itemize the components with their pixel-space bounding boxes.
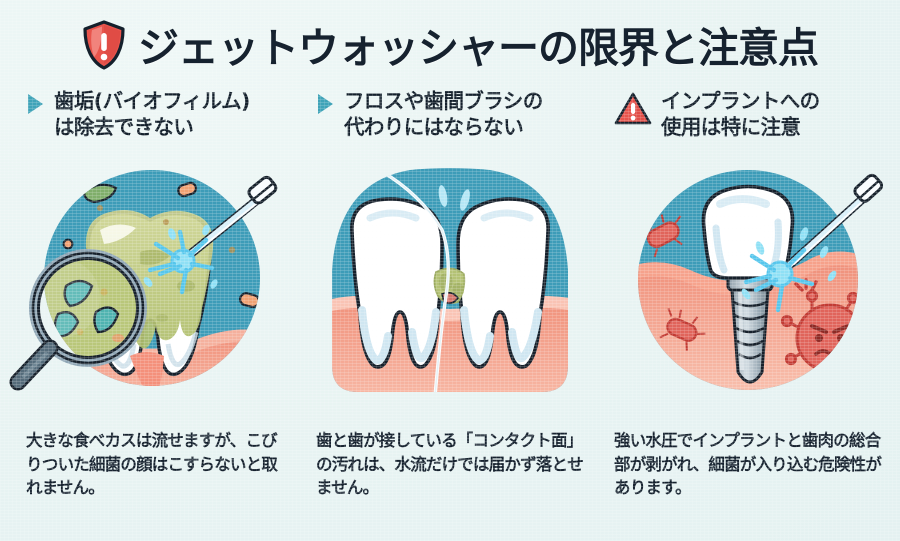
tooth-left bbox=[350, 197, 444, 369]
column-2-caption: 歯と歯が接している「コンタクト面」の汚れは、水流だけでは届かず落とせません。 bbox=[316, 430, 584, 498]
water-droplets bbox=[741, 227, 837, 300]
page-title: ジェットウォッシャーの限界と注意点 bbox=[138, 24, 819, 72]
triangle-right-icon bbox=[318, 94, 333, 114]
shield-exclamation-icon bbox=[83, 20, 125, 70]
free-bacteria-group bbox=[62, 181, 260, 309]
illustration-tooth-with-biofilm-and-magnifier bbox=[0, 160, 300, 408]
column-floss-replacement: フロスや歯間ブラシの 代わりにはならない bbox=[300, 88, 600, 528]
column-1-heading: 歯垢(バイオフィルム) は除去できない bbox=[0, 88, 300, 160]
water-spray bbox=[743, 247, 815, 313]
water-droplets bbox=[438, 185, 470, 211]
illustration-dental-implant-with-jet-and-bacteria bbox=[600, 160, 900, 408]
column-2-heading-text: フロスや歯間ブラシの 代わりにはならない bbox=[344, 88, 543, 140]
column-3-heading-line1: インプラントへの bbox=[661, 89, 820, 113]
column-2-heading: フロスや歯間ブラシの 代わりにはならない bbox=[300, 88, 600, 160]
water-droplets bbox=[143, 224, 218, 289]
column-implant-caution: インプラントへの 使用は特に注意 bbox=[600, 88, 900, 528]
bacteria-group bbox=[638, 214, 706, 351]
column-3-heading-text: インプラントへの 使用は特に注意 bbox=[661, 88, 820, 140]
columns-container: 歯垢(バイオフィルム) は除去できない bbox=[0, 88, 900, 528]
column-2-heading-line2: 代わりにはならない bbox=[344, 115, 524, 140]
column-2-heading-line1: フロスや歯間ブラシの bbox=[344, 89, 543, 113]
page-title-row: ジェットウォッシャーの限界と注意点 bbox=[0, 14, 900, 74]
magnifier-icon bbox=[9, 249, 147, 391]
water-spray bbox=[147, 229, 215, 295]
warning-triangle-icon bbox=[614, 92, 652, 125]
column-1-heading-text: 歯垢(バイオフィルム) は除去できない bbox=[54, 88, 250, 140]
column-3-caption: 強い水圧でインプラントと歯肉の総合部が剥がれ、細菌が入り込む危険性があります。 bbox=[614, 430, 882, 498]
tooth-right bbox=[456, 197, 550, 369]
illustration-two-teeth-with-floss bbox=[300, 160, 600, 408]
column-3-heading: インプラントへの 使用は特に注意 bbox=[600, 88, 900, 160]
triangle-right-icon bbox=[28, 94, 43, 114]
column-3-heading-line2: 使用は特に注意 bbox=[661, 115, 801, 140]
column-1-heading-line1: 歯垢(バイオフィルム) bbox=[54, 89, 250, 113]
implant-crown bbox=[701, 184, 795, 280]
column-1-heading-line2: は除去できない bbox=[54, 115, 194, 140]
column-1-caption: 大きな食べカスは流せますが、こびりついた細菌の顔はこすらないと取れません。 bbox=[26, 430, 278, 498]
column-plaque-biofilm: 歯垢(バイオフィルム) は除去できない bbox=[0, 88, 300, 528]
